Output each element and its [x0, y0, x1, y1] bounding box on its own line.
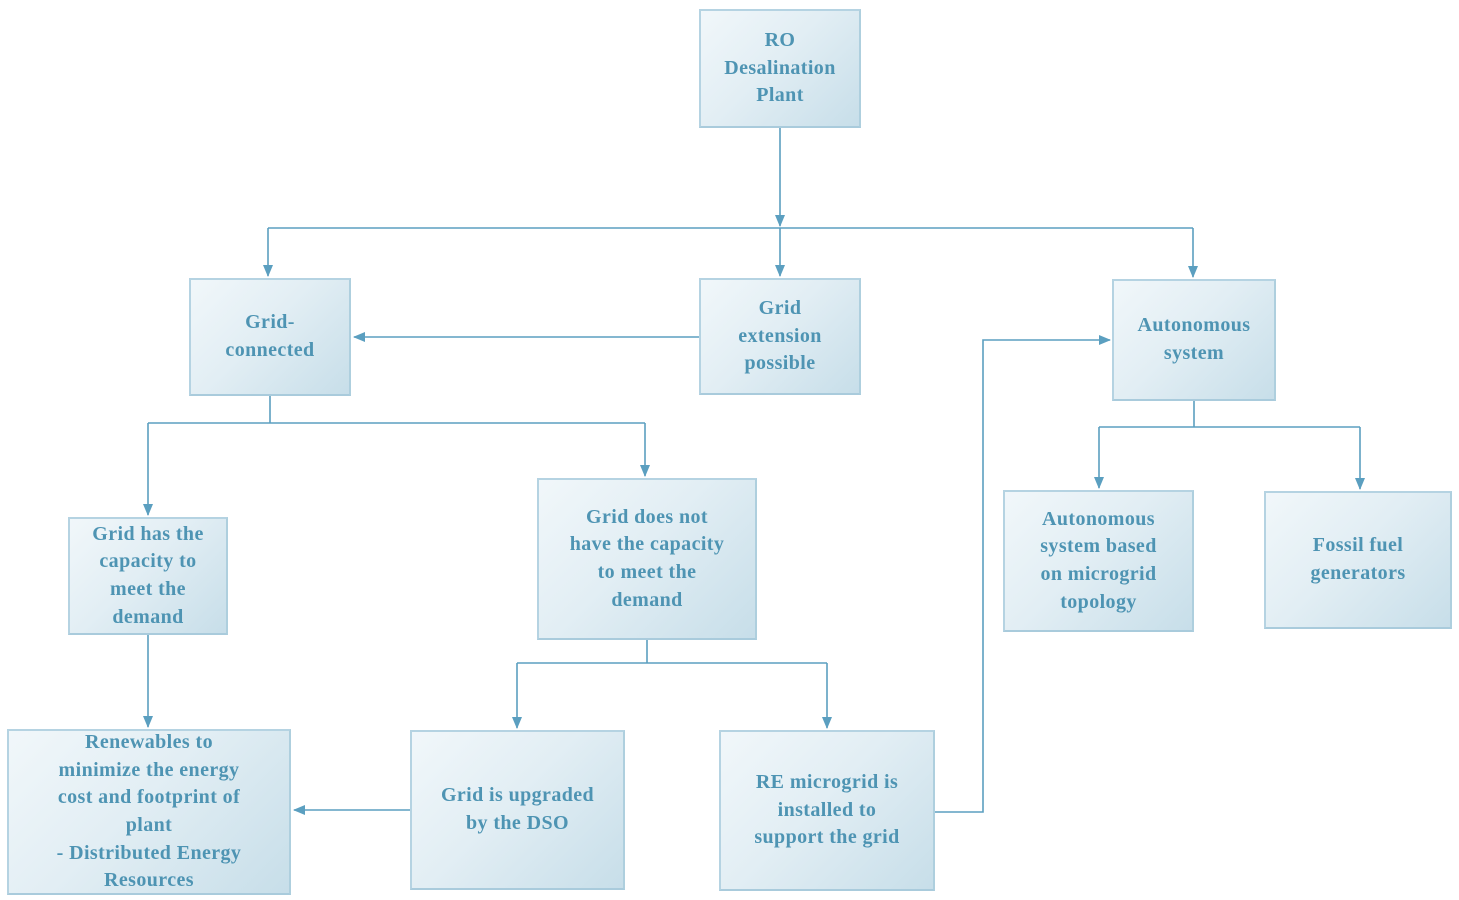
node-grid-has-capacity: Grid has the capacity to meet the demand	[68, 517, 228, 635]
node-label: Grid has the capacity to meet the demand	[92, 522, 204, 628]
node-grid-connected: Grid- connected	[189, 278, 351, 396]
node-label: Renewables to minimize the energy cost a…	[56, 731, 242, 892]
node-renewables-der: Renewables to minimize the energy cost a…	[7, 729, 291, 895]
node-label: Grid extension possible	[738, 297, 822, 375]
connectors	[143, 128, 1365, 815]
node-label: Fossil fuel generators	[1310, 534, 1406, 584]
node-autonomous-microgrid-topology: Autonomous system based on microgrid top…	[1003, 490, 1194, 632]
node-label: Grid does not have the capacity to meet …	[569, 505, 725, 611]
node-label: Autonomous system based on microgrid top…	[1040, 507, 1157, 613]
node-label: RE microgrid is installed to support the…	[754, 771, 900, 849]
node-grid-upgraded-by-dso: Grid is upgraded by the DSO	[410, 730, 625, 890]
node-autonomous-system: Autonomous system	[1112, 279, 1276, 401]
node-label: Grid is upgraded by the DSO	[440, 784, 595, 834]
node-ro-desalination-plant: RO Desalination Plant	[699, 9, 861, 128]
node-label: RO Desalination Plant	[724, 29, 836, 107]
node-label: Autonomous system	[1137, 314, 1251, 364]
node-label: Grid- connected	[225, 311, 315, 361]
node-re-microgrid-support: RE microgrid is installed to support the…	[719, 730, 935, 891]
node-fossil-fuel-generators: Fossil fuel generators	[1264, 491, 1452, 629]
node-grid-extension-possible: Grid extension possible	[699, 278, 861, 395]
node-grid-no-capacity: Grid does not have the capacity to meet …	[537, 478, 757, 640]
